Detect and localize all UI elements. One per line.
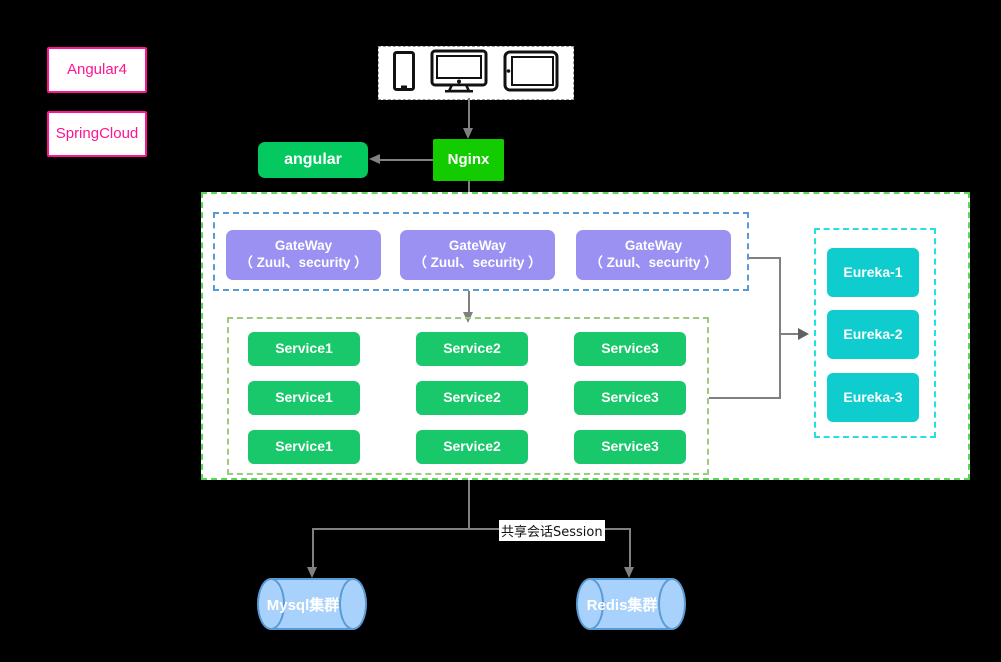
edge-nginx-angular <box>380 159 433 161</box>
edge-services-datastores-vertical <box>468 480 470 529</box>
service-node-1-3[interactable]: Service1 <box>248 430 360 464</box>
gateway-subtitle: （ Zuul、security ） <box>589 255 718 270</box>
services-group <box>227 317 709 475</box>
service-label: Service2 <box>443 389 501 406</box>
session-edge-label: 共享会话Session <box>499 520 605 541</box>
eureka-label: Eureka-3 <box>843 388 903 405</box>
eureka-node-1[interactable]: Eureka-1 <box>827 248 919 297</box>
gateway-node-2[interactable]: GateWay （ Zuul、security ） <box>400 230 555 280</box>
gateway-title: GateWay <box>274 238 333 254</box>
eureka-label: Eureka-2 <box>843 325 903 342</box>
client-devices-bar <box>378 46 574 100</box>
eureka-node-2[interactable]: Eureka-2 <box>827 310 919 359</box>
angular-node[interactable]: angular <box>258 142 368 178</box>
service-node-2-3[interactable]: Service2 <box>416 430 528 464</box>
service-node-1-2[interactable]: Service1 <box>248 381 360 415</box>
gateway-node-1[interactable]: GateWay （ Zuul、security ） <box>226 230 381 280</box>
cylinder-cap-left <box>257 578 285 630</box>
cylinder-cap-right <box>339 578 367 630</box>
service-label: Service3 <box>601 438 659 455</box>
edge-eureka-bracket-vertical <box>779 257 781 398</box>
service-node-3-3[interactable]: Service3 <box>574 430 686 464</box>
edge-eureka-stub <box>779 333 801 335</box>
legend-item-springcloud: SpringCloud <box>47 111 147 157</box>
edge-gateway-services <box>468 291 470 317</box>
edge-devices-nginx-arrowhead <box>463 128 473 139</box>
desktop-icon <box>430 49 488 98</box>
service-node-2-2[interactable]: Service2 <box>416 381 528 415</box>
service-label: Service2 <box>443 340 501 357</box>
cylinder-cap-left <box>576 578 604 630</box>
eureka-group <box>814 228 936 438</box>
service-label: Service2 <box>443 438 501 455</box>
service-label: Service3 <box>601 340 659 357</box>
service-label: Service1 <box>275 389 333 406</box>
redis-cluster-node[interactable]: Redis集群 <box>576 578 686 630</box>
legend-item-angular4: Angular4 <box>47 47 147 93</box>
edge-nginx-angular-arrowhead <box>369 154 380 164</box>
service-node-3-2[interactable]: Service3 <box>574 381 686 415</box>
edge-gateway-eureka-top <box>749 257 781 259</box>
angular-label: angular <box>284 151 342 168</box>
edge-mysql-arrowhead <box>307 567 317 578</box>
gateway-title: GateWay <box>624 238 683 254</box>
mysql-label: Mysql集群 <box>266 596 340 614</box>
eureka-node-3[interactable]: Eureka-3 <box>827 373 919 422</box>
service-node-3-1[interactable]: Service3 <box>574 332 686 366</box>
nginx-label: Nginx <box>447 150 490 168</box>
cylinder-cap-right <box>658 578 686 630</box>
edge-mysql-horizontal <box>312 528 470 530</box>
edge-redis-arrowhead <box>624 567 634 578</box>
gateway-title: GateWay <box>448 238 507 254</box>
eureka-label: Eureka-1 <box>843 263 903 280</box>
mysql-cluster-node[interactable]: Mysql集群 <box>257 578 367 630</box>
tablet-icon <box>503 50 559 97</box>
gateway-node-3[interactable]: GateWay （ Zuul、security ） <box>576 230 731 280</box>
service-label: Service1 <box>275 340 333 357</box>
legend-label: Angular4 <box>66 60 128 78</box>
redis-label: Redis集群 <box>586 596 658 614</box>
legend-label: SpringCloud <box>55 124 139 142</box>
service-label: Service1 <box>275 438 333 455</box>
service-label: Service3 <box>601 389 659 406</box>
edge-services-eureka-bottom <box>709 397 781 399</box>
gateway-subtitle: （ Zuul、security ） <box>239 255 368 270</box>
gateway-subtitle: （ Zuul、security ） <box>413 255 542 270</box>
edge-devices-nginx <box>468 98 470 130</box>
phone-icon <box>392 50 415 96</box>
edge-redis-vertical <box>629 528 631 572</box>
edge-eureka-arrowhead <box>798 328 809 340</box>
service-node-1-1[interactable]: Service1 <box>248 332 360 366</box>
service-node-2-1[interactable]: Service2 <box>416 332 528 366</box>
gateway-group <box>213 212 749 291</box>
edge-mysql-vertical <box>312 528 314 572</box>
nginx-node[interactable]: Nginx <box>433 139 504 181</box>
